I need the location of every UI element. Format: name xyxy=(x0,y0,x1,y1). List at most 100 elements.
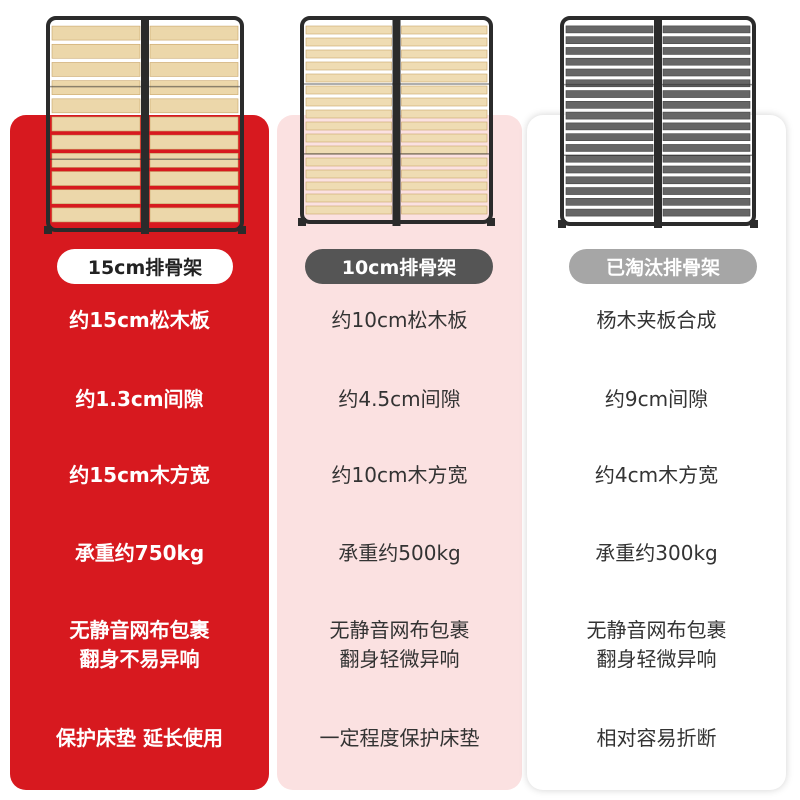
label-10cm-frame: 10cm排骨架 xyxy=(305,249,493,284)
bed-slat xyxy=(565,176,654,185)
bed-slat xyxy=(305,25,392,35)
bed-slat xyxy=(305,109,392,119)
cell-text-line: 约10cm松木板 xyxy=(331,307,468,332)
label-15cm-frame: 15cm排骨架 xyxy=(57,249,233,284)
cell-eliminated-row-2: 约9cm间隙 xyxy=(527,364,786,434)
bed-slat xyxy=(149,98,239,114)
bed-slat xyxy=(149,153,239,168)
bed-slat xyxy=(401,121,488,131)
bed-slat xyxy=(565,154,654,163)
cell-text-line: 相对容易折断 xyxy=(596,725,717,750)
bed-slat xyxy=(51,189,141,205)
cell-15cm-row-2: 约1.3cm间隙 xyxy=(10,364,269,434)
cell-text-line: 保护床垫 延长使用 xyxy=(56,725,223,750)
bed-slat xyxy=(662,111,751,120)
bed-slat xyxy=(149,116,239,132)
cell-text-line: 约15cm松木板 xyxy=(69,307,210,332)
bed-slat xyxy=(401,109,488,119)
bed-slat xyxy=(662,25,751,34)
bed-slat xyxy=(305,121,392,131)
bed-slat xyxy=(401,205,488,215)
bed-slat xyxy=(662,176,751,185)
cell-10cm-row-2: 约4.5cm间隙 xyxy=(277,364,522,434)
bed-slat xyxy=(662,36,751,44)
bed-slat xyxy=(565,101,654,109)
frame-leg xyxy=(392,218,401,226)
bed-slat xyxy=(305,85,392,95)
cell-eliminated-row-5: 无静音网布包裹翻身轻微异响 xyxy=(527,610,786,680)
bed-slat xyxy=(149,189,239,205)
bed-slat xyxy=(565,165,654,174)
bed-slat xyxy=(305,205,392,215)
bed-slat xyxy=(662,154,751,163)
bed-slat xyxy=(401,73,488,83)
bed-slat xyxy=(565,36,654,44)
bed-slat xyxy=(401,61,488,71)
bed-slat xyxy=(51,25,141,41)
bed-slat xyxy=(662,90,751,98)
bed-slat xyxy=(305,157,392,167)
frame-leg xyxy=(654,220,662,228)
bed-slat xyxy=(662,208,751,217)
cell-text-line: 一定程度保护床垫 xyxy=(319,725,480,750)
cell-15cm-row-1: 约15cm松木板 xyxy=(10,285,269,355)
bed-slat xyxy=(662,79,751,88)
bed-slat xyxy=(401,169,488,179)
bed-slat xyxy=(401,49,488,59)
bed-slat xyxy=(565,79,654,88)
bed-slat xyxy=(305,37,392,47)
cell-text-line: 承重约300kg xyxy=(595,540,718,565)
bed-slat xyxy=(149,171,239,186)
cell-text-line: 约4cm木方宽 xyxy=(594,462,719,487)
bed-slat xyxy=(401,157,488,167)
bed-slat xyxy=(565,198,654,206)
bed-slat xyxy=(51,207,141,223)
bed-slat xyxy=(401,145,488,155)
cell-15cm-row-3: 约15cm木方宽 xyxy=(10,440,269,510)
bed-slat xyxy=(662,47,751,55)
bed-slat xyxy=(565,122,654,131)
frame-leg xyxy=(487,218,495,226)
center-rail xyxy=(392,18,401,222)
bed-slat xyxy=(51,62,141,77)
bed-slat xyxy=(149,207,239,223)
cell-15cm-row-4: 承重约750kg xyxy=(10,518,269,588)
bed-slat xyxy=(51,153,141,168)
bed-slat xyxy=(305,193,392,203)
bed-slat xyxy=(51,43,141,59)
bed-slat xyxy=(51,80,141,95)
bed-slat xyxy=(305,61,392,71)
frame-leg xyxy=(44,226,52,234)
cell-10cm-row-4: 承重约500kg xyxy=(277,518,522,588)
bed-slat xyxy=(149,43,239,59)
label-eliminated-frame: 已淘汰排骨架 xyxy=(569,249,757,284)
bed-slat xyxy=(305,73,392,83)
bed-slat xyxy=(662,165,751,174)
bed-slat xyxy=(305,145,392,155)
bed-slat xyxy=(401,25,488,35)
bed-slat xyxy=(401,133,488,143)
frame-leg xyxy=(141,226,149,234)
cell-10cm-row-5: 无静音网布包裹翻身轻微异响 xyxy=(277,610,522,680)
bed-slat xyxy=(305,181,392,191)
bed-slat xyxy=(51,134,141,150)
center-rail xyxy=(141,18,149,230)
bed-slat xyxy=(565,187,654,195)
bed-frame-15cm-image xyxy=(44,14,246,234)
cell-text-line: 无静音网布包裹 xyxy=(329,618,470,642)
cell-text-line: 约4.5cm间隙 xyxy=(338,386,461,411)
cell-15cm-row-6: 保护床垫 延长使用 xyxy=(10,703,269,773)
cell-15cm-row-5: 无静音网布包裹翻身不易异响 xyxy=(10,610,269,680)
bed-slat xyxy=(662,68,751,77)
column-10cm-background xyxy=(277,115,522,790)
cell-text-line: 无静音网布包裹 xyxy=(69,618,210,642)
bed-slat xyxy=(662,101,751,109)
cell-text-line: 约1.3cm间隙 xyxy=(75,386,204,411)
bed-slat xyxy=(565,25,654,34)
bed-slat xyxy=(149,80,239,95)
bed-slat xyxy=(662,57,751,66)
cell-text-line: 约15cm木方宽 xyxy=(69,462,210,487)
bed-slat xyxy=(149,134,239,150)
frame-leg xyxy=(558,220,566,228)
bed-slat xyxy=(305,49,392,59)
